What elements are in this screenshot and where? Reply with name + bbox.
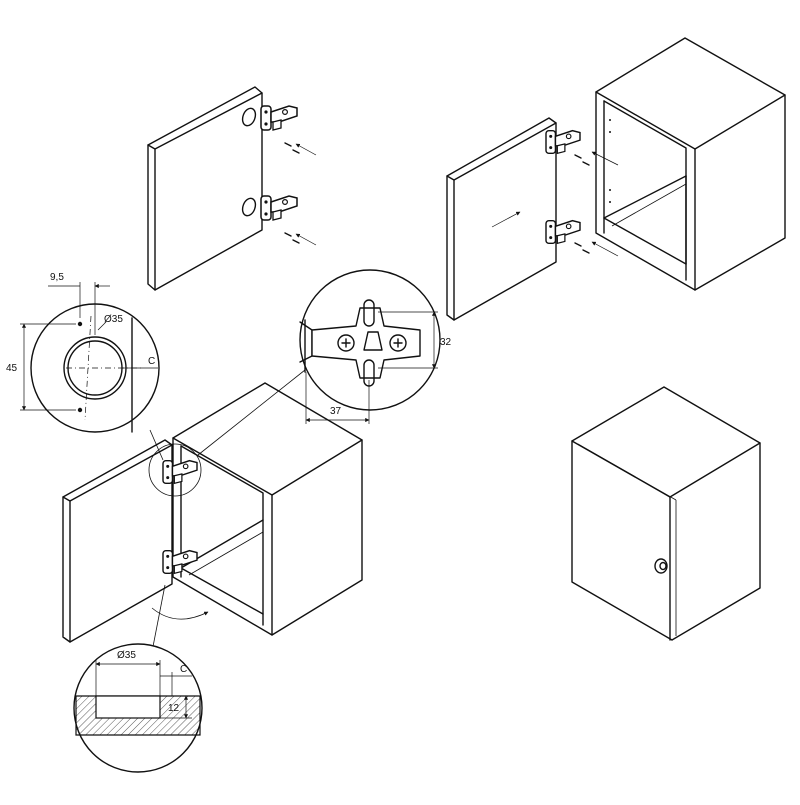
plate-width-label: 37 — [330, 406, 342, 417]
diameter-label: Ø35 — [104, 314, 123, 325]
hinge-icon — [545, 129, 581, 155]
cup-diameter-label: Ø35 — [117, 650, 136, 661]
screw-icon — [574, 154, 590, 254]
knob-icon — [654, 558, 668, 574]
cabinet-open — [595, 37, 786, 291]
step-1-door-with-hinges — [147, 86, 317, 291]
step-2-mount-door — [446, 37, 786, 321]
hinge-icon — [260, 105, 298, 131]
cup-hole-icon — [241, 107, 257, 217]
screw-icon — [284, 142, 300, 244]
screw-holes — [609, 119, 611, 203]
step-3-open-cabinet — [62, 382, 363, 643]
cup-depth-label: 12 — [168, 703, 180, 714]
swing-arrow-icon — [151, 607, 209, 620]
hinge-icon — [545, 219, 581, 245]
hinge-icon — [260, 195, 298, 221]
offset-label: 9,5 — [50, 272, 64, 283]
edge-label: C — [148, 356, 155, 367]
detail-hole-drilling: 9,5 Ø35 45 C — [6, 272, 164, 461]
arrow-icon — [295, 143, 317, 246]
spacing-label: 45 — [6, 363, 18, 374]
plate-height-label: 32 — [440, 337, 452, 348]
open-door — [62, 439, 173, 643]
cup-edge-label: C — [180, 664, 187, 675]
detail-mounting-plate: 32 37 — [197, 269, 452, 456]
step-4-closed-cabinet — [571, 386, 761, 641]
door-panel — [446, 117, 557, 321]
detail-cup-section: Ø35 C 12 — [73, 584, 203, 773]
arrow-icon — [491, 151, 619, 257]
